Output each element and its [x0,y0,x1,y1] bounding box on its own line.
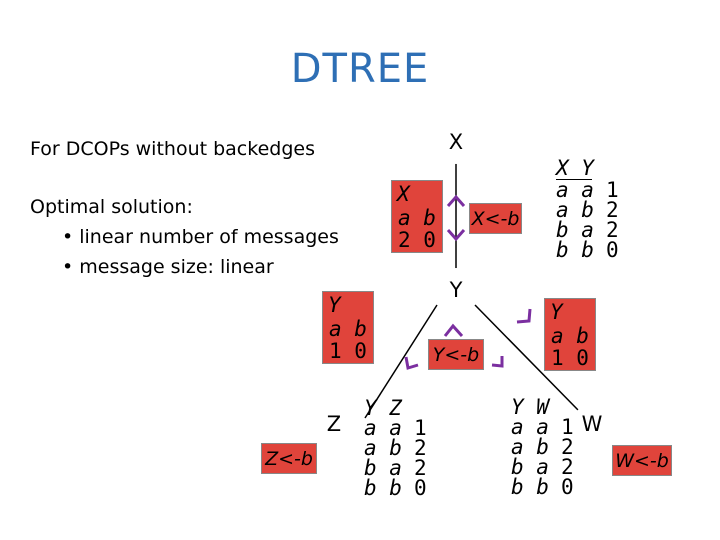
relation-yw-val: 0 [560,475,574,499]
page-title: DTREE [290,46,430,92]
message-x-vals: 2 0 [398,228,436,252]
arrow-up-x-icon [446,194,466,207]
arrow-y-z-icon [404,356,419,370]
relation-xy-header: X Y [556,156,594,180]
optimal-heading: Optimal solution: [30,196,193,218]
node-x: X [432,120,480,164]
relation-xy-key: b b [556,238,594,262]
relation-xy-key: b a [556,218,594,242]
node-z: Z [314,404,354,444]
message-x-var: X [397,182,410,206]
message-y-right-vals: 1 0 [551,346,589,370]
message-y-right-table: Y a b 1 0 [544,298,596,371]
relation-yw-key: a b [511,435,549,459]
relation-yz-header: Y Z [364,396,402,420]
message-x-keys: a b [398,206,436,230]
relation-yz-key: a a [364,416,402,440]
relation-yz-key: b b [364,476,402,500]
relation-yz-val: 0 [413,476,427,500]
edge-y-z [364,304,438,419]
relation-xy-val: 0 [605,238,619,262]
relation-xy-table: X Y a a a b b a b b 1 2 2 0 [556,156,619,262]
arrow-to-y-right-icon [516,308,532,324]
relation-yw-table: Y W a a a b b a b b 1 2 2 0 [511,395,574,499]
description-text: For DCOPs without backedges [30,138,315,160]
arrow-from-y-left-icon [443,323,464,338]
edge-y-w [474,304,581,413]
relation-yw-key: a a [511,415,549,439]
message-y-right-keys: a b [551,324,589,348]
relation-yw-val: 2 [560,435,574,459]
relation-xy-key: a a [556,178,594,202]
message-y-left-vals: 1 0 [329,339,367,363]
relation-xy-val: 2 [605,218,619,242]
message-y-left-keys: a b [329,317,367,341]
message-y-b: Y<-b [428,339,484,370]
node-x-label: X [448,130,464,154]
relation-yz-key: b a [364,456,402,480]
message-y-left-table: Y a b 1 0 [322,291,374,364]
node-y: Y [432,268,480,312]
bullet-linear-messages: • linear number of messages [62,226,339,248]
bullet-message-size: • message size: linear [62,256,274,278]
relation-xy-key: a b [556,198,594,222]
node-w: W [572,404,612,444]
relation-yw-val: 2 [560,455,574,479]
node-y-label: Y [449,278,463,302]
relation-yz-val: 2 [413,456,427,480]
relation-yw-key: b b [511,475,549,499]
arrow-down-x-icon [446,229,466,242]
relation-yw-key: b a [511,455,549,479]
message-x-table: X a b 2 0 [391,180,443,253]
node-w-label: W [581,412,603,436]
message-z-b: Z<-b [261,443,317,474]
relation-yz-key: a b [364,436,402,460]
node-z-label: Z [326,412,342,436]
relation-xy-val: 1 [605,178,619,202]
message-y-left-var: Y [328,293,341,317]
message-x-b: X<-b [469,203,522,234]
relation-yw-header: Y W [511,395,549,419]
relation-yz-table: Y Z a a a b b a b b 1 2 2 0 [364,396,427,500]
relation-xy-val: 2 [605,198,619,222]
relation-yz-val: 2 [413,436,427,460]
relation-yz-val: 1 [413,416,427,440]
arrow-y-w-icon [491,356,504,368]
relation-yw-val: 1 [560,415,574,439]
message-y-right-var: Y [550,300,563,324]
message-w-b: W<-b [612,445,672,476]
